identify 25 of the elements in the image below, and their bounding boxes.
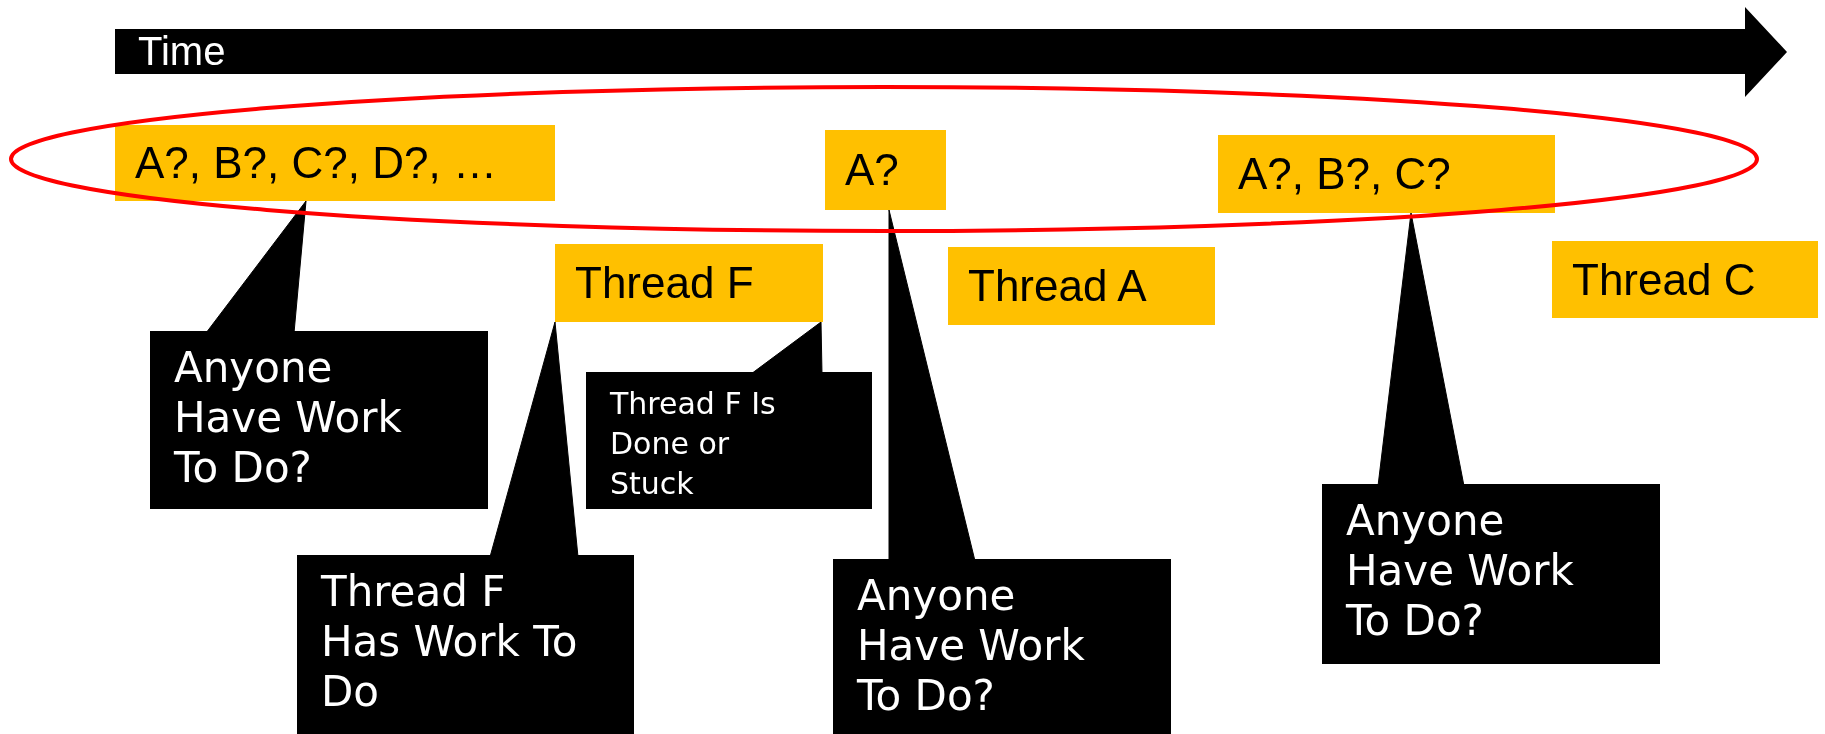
callout-tail xyxy=(1377,212,1465,487)
highlight-box xyxy=(115,125,555,201)
callout-text: Anyone Have Work To Do? xyxy=(174,343,403,493)
callout-text: Anyone Have Work To Do? xyxy=(1346,496,1575,646)
callout-tail xyxy=(205,200,307,334)
box-label: A?, B?, C?, D?, … xyxy=(135,138,497,188)
callout-tail xyxy=(750,321,823,375)
box-label: Thread A xyxy=(968,261,1147,311)
callout-box xyxy=(1322,484,1660,664)
axis-label: Time xyxy=(138,30,226,72)
callout-tail xyxy=(489,321,579,558)
highlight-box xyxy=(1552,241,1818,318)
box-label: A? xyxy=(845,145,899,195)
callout-text: Thread F Is Done or Stuck xyxy=(610,385,777,503)
box-label: A?, B?, C? xyxy=(1238,149,1451,199)
callout-box xyxy=(833,559,1171,734)
highlight-box xyxy=(1218,135,1555,213)
box-label: Thread C xyxy=(1572,254,1756,305)
highlight-box xyxy=(825,130,946,210)
highlight-box xyxy=(948,247,1215,325)
callout-text: Anyone Have Work To Do? xyxy=(857,571,1086,721)
callout-tail xyxy=(888,209,976,562)
box-label: Thread F xyxy=(575,258,754,308)
highlight-box xyxy=(555,244,823,322)
callout-text: Thread F Has Work To Do xyxy=(321,567,579,717)
